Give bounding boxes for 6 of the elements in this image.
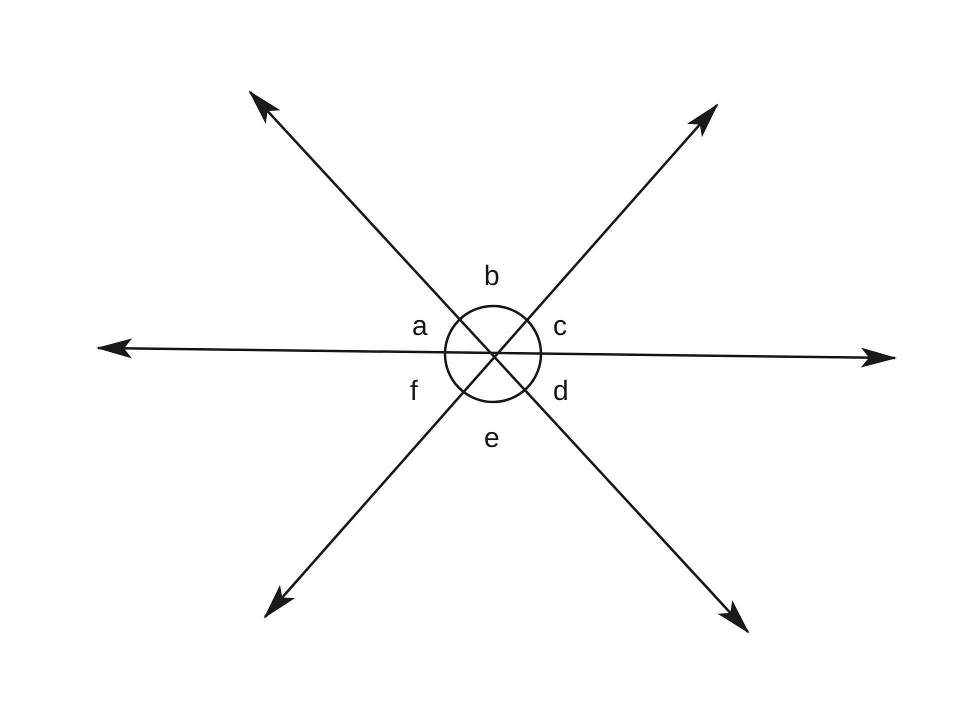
- angle-label: a: [412, 312, 428, 340]
- angle-label: d: [553, 377, 569, 405]
- angle-label: f: [410, 377, 418, 405]
- angle-label: e: [484, 424, 500, 452]
- angle-label: c: [553, 312, 567, 340]
- angle-label: b: [484, 262, 500, 290]
